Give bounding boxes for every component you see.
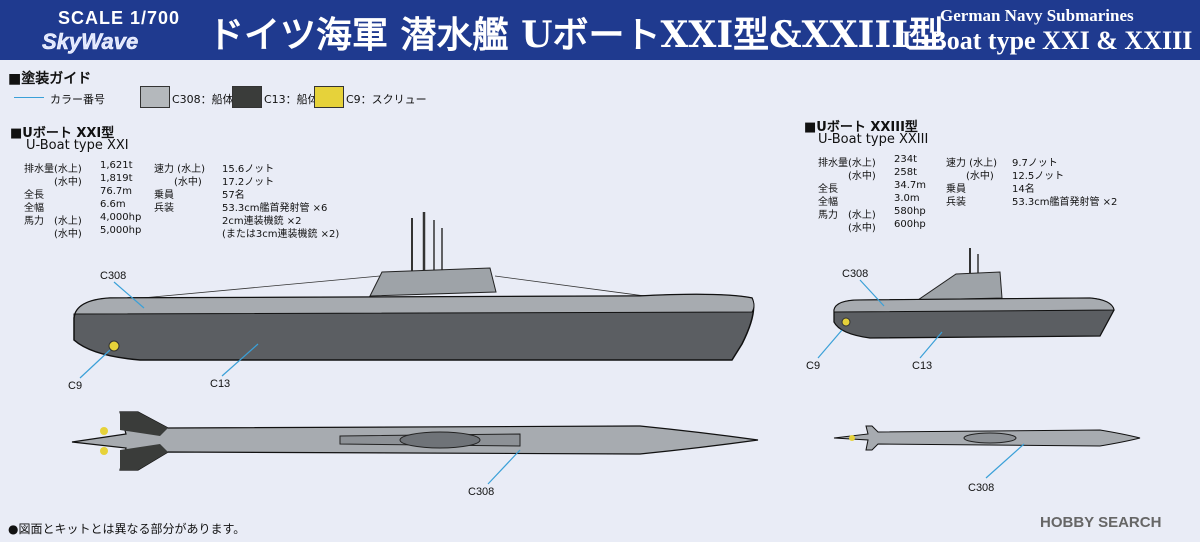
brand-logo: SkyWave [42,29,139,55]
xxi-heading-en: U-Boat type XXI [26,138,129,153]
swatch-c13 [232,86,262,108]
title-english-line2: U-Boat type XXI & XXIII [902,26,1193,55]
spec-value: 15.6ノット [222,164,275,175]
spec-value: 9.7ノット [1012,158,1058,169]
spec-label: 全幅 [24,203,44,214]
color-number-line [14,97,44,98]
xxi-top-view [71,411,759,471]
spec-value: 6.6m [100,199,126,210]
spec-label: 排水量(水上) [24,164,82,175]
spec-label: (水中) [154,177,202,188]
spec-value: (または3cm連装機銃 ×2) [222,229,340,240]
title-banner: SCALE 1/700 SkyWave ドイツ海軍 潜水艦 UボートXXI型&X… [0,0,1200,60]
xxi-heading: ■Uボート XXI型 [10,126,115,141]
xxiii-callout-c308-top: C308 [968,482,995,494]
spec-value: 4,000hp [100,212,142,223]
spec-label: 速力 (水上) [946,158,997,169]
swatch-c13-label: C13：船体 [264,93,319,106]
spec-value: 76.7m [100,186,133,197]
spec-value: 600hp [894,219,926,230]
spec-value: 234t [894,154,918,165]
spec-label: 馬力 (水上) [818,210,876,221]
spec-value: 258t [894,167,918,178]
spec-label: (水中) [24,177,82,188]
xxi-callout-c308-top: C308 [468,486,495,498]
hobby-search-watermark: HOBBY SEARCH [1040,514,1162,531]
xxi-callout-c13: C13 [210,378,231,390]
spec-label: 速力 (水上) [154,164,205,175]
spec-label: (水中) [818,223,876,234]
spec-value: 14名 [1012,184,1035,195]
callout-lines [79,279,1025,485]
spec-value: 34.7m [894,180,927,191]
footer-note: ●図面とキットとは異なる部分があります。 [8,522,246,536]
xxi-callout-c9: C9 [68,380,83,392]
spec-label: 全幅 [818,197,838,208]
xxiii-callout-c13: C13 [912,360,933,372]
spec-value: 1,621t [100,160,133,171]
spec-label: (水中) [946,171,994,182]
spec-value: 5,000hp [100,225,142,236]
xxiii-side-view [833,248,1115,339]
spec-label: 兵装 [946,197,966,208]
xxiii-heading-en: U-Boat type XXIII [818,132,929,147]
swatch-c9-label: C9：スクリュー [346,93,427,106]
spec-value: 12.5ノット [1012,171,1065,182]
spec-value: 53.3cm艦首発射管 ×2 [1012,197,1118,208]
spec-label: (水中) [24,229,82,240]
scale-label: SCALE 1/700 [58,8,181,28]
paint-guide-heading: ■塗装ガイド [8,71,92,87]
title-english-line1: German Navy Submarines [940,6,1134,25]
xxiii-callout-c9: C9 [806,360,821,372]
spec-value: 2cm連装機銃 ×2 [222,216,302,227]
title-japanese: ドイツ海軍 潜水艦 UボートXXI型&XXIII型 [208,14,945,56]
spec-label: 排水量(水上) [818,158,876,169]
swatch-c308 [140,86,170,108]
spec-label: 全長 [818,184,838,195]
xxiii-callout-c308-side: C308 [842,268,869,280]
xxi-side-view [73,212,755,361]
spec-value: 17.2ノット [222,177,275,188]
spec-value: 3.0m [894,193,920,204]
xxiii-top-view [833,425,1141,451]
spec-label: 馬力 (水上) [24,216,82,227]
xxiii-heading: ■Uボート XXIII型 [804,120,918,135]
spec-value: 580hp [894,206,926,217]
spec-label: (水中) [818,171,876,182]
spec-label: 全長 [24,190,44,201]
spec-value: 57名 [222,190,245,201]
spec-label: 兵装 [154,203,174,214]
color-number-label: カラー番号 [50,93,105,106]
xxi-callout-c308-side: C308 [100,270,127,282]
spec-value: 1,819t [100,173,133,184]
swatch-c9 [314,86,344,108]
spec-value: 53.3cm艦首発射管 ×6 [222,203,328,214]
swatch-c308-label: C308：船体 [172,93,234,106]
spec-label: 乗員 [154,190,174,201]
spec-label: 乗員 [946,184,966,195]
